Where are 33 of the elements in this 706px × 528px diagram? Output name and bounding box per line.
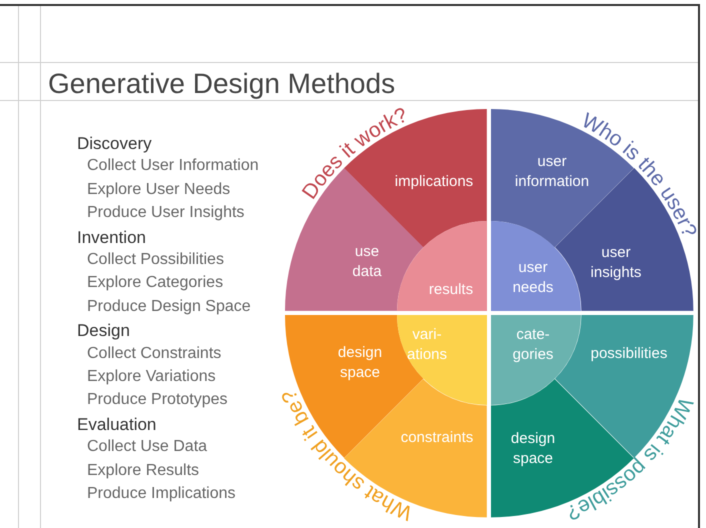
method-item: Explore Variations bbox=[87, 368, 216, 386]
method-item: Collect Use Data bbox=[87, 438, 208, 456]
method-item: Explore User Needs bbox=[87, 180, 230, 199]
phase-heading: Discovery bbox=[77, 134, 152, 154]
phase-heading: Evaluation bbox=[77, 414, 156, 435]
segment-label: user information bbox=[514, 152, 590, 192]
segment-label: implications bbox=[394, 172, 474, 192]
method-item: Produce Prototypes bbox=[87, 391, 228, 410]
method-item: Collect Possibilities bbox=[87, 251, 224, 269]
segment-label: use data bbox=[351, 242, 383, 282]
segment-label: vari- ations bbox=[406, 325, 448, 365]
segment-label: possibilities bbox=[590, 344, 668, 364]
inner-segment bbox=[397, 221, 487, 311]
segment-label: design space bbox=[336, 343, 384, 383]
method-item: Produce Design Space bbox=[87, 298, 251, 316]
segment-label: design space bbox=[510, 428, 556, 469]
inner-segment bbox=[397, 315, 487, 405]
segment-label: user insights bbox=[590, 242, 642, 283]
inner-segment bbox=[491, 315, 581, 405]
phase-heading: Design bbox=[77, 321, 130, 342]
segment-label: results bbox=[428, 280, 474, 300]
method-item: Explore Results bbox=[87, 462, 200, 480]
segment-label: cate- gories bbox=[512, 325, 554, 365]
method-item: Collect User Information bbox=[87, 157, 259, 176]
segment-label: constraints bbox=[400, 428, 474, 448]
segment-label: user needs bbox=[512, 258, 554, 298]
method-item: Collect Constraints bbox=[87, 344, 222, 363]
method-item: Explore Categories bbox=[87, 274, 224, 292]
method-item: Produce Implications bbox=[87, 485, 236, 503]
phase-heading: Invention bbox=[77, 228, 146, 248]
method-item: Produce User Insights bbox=[87, 204, 244, 222]
inner-segment bbox=[491, 221, 581, 311]
title: Generative Design Methods bbox=[48, 68, 396, 100]
